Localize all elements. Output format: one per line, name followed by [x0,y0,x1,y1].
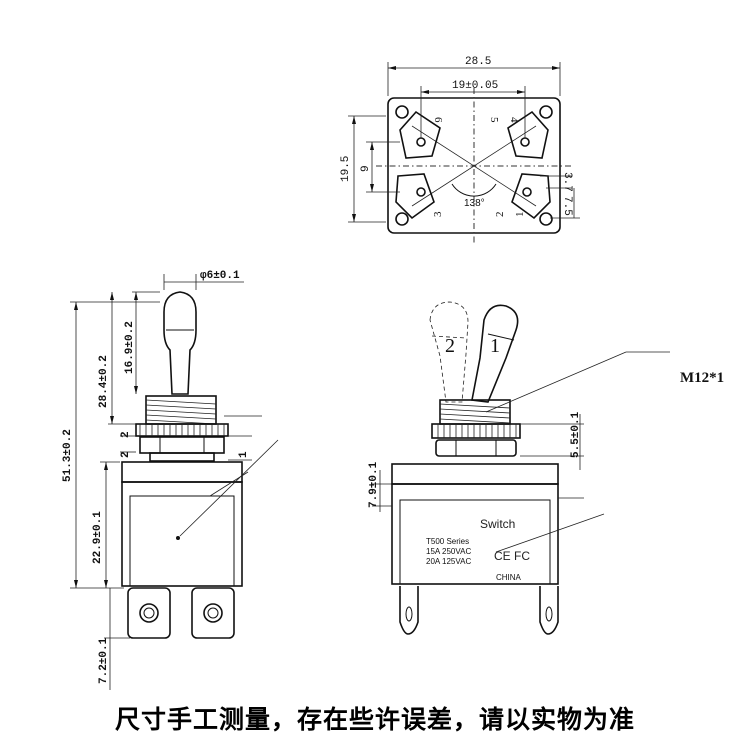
front-body [391,483,559,585]
front-terminal-left [399,586,419,635]
side-terminal-right [191,587,235,639]
dim-lever-total: 28.4±0.2 [98,355,110,408]
side-lever [163,291,197,395]
label-rating1: 15A 250VAC [426,547,471,556]
dim-top-pin: 7.5 [561,196,573,216]
dim-top-inner: 9 [360,165,372,172]
label-series: T500 Series [426,537,469,546]
dim-top-small: 3.7 [561,172,573,192]
front-lever-pos2 [429,301,469,403]
footer-note: 尺寸手工测量，存在些许误差，请以实物为准 [114,705,635,734]
dim-washer: 2 [120,451,132,458]
front-nut [431,423,521,439]
front-position-1: 1 [490,335,500,357]
dim-body: 22.9±0.1 [92,511,104,564]
terminal-bl [395,173,435,220]
dim-top-width: 28.5 [465,56,491,68]
label-rating2: 20A 125VAC [426,557,471,566]
angle-label: 138° [464,198,485,209]
pin-1: 1 [514,212,526,218]
pin-4: 4 [508,117,520,123]
front-lever-pos1 [471,304,519,403]
side-view: φ6±0.1 16.9±0.2 28.4±0.2 51.3±0.2 2 2 1 … [62,270,279,690]
front-position-2: 2 [445,335,455,357]
front-terminal-right [539,586,559,635]
side-terminal-left [127,587,171,639]
dim-lever-len: 16.9±0.2 [124,321,136,374]
label-origin: CHINA [496,573,522,582]
top-view: 6 5 4 3 2 1 138° 28.5 19±0.05 19.5 9 [340,56,580,245]
pin-6: 6 [432,117,444,123]
dim-front-flange: 7.9±0.1 [368,461,380,508]
pin-5: 5 [488,117,500,123]
dim-pin-spacing: 19±0.05 [452,80,498,92]
side-body-top [121,461,243,483]
dim-flange: 1 [238,451,250,458]
dim-terminal: 7.2±0.1 [98,637,110,684]
dim-nut: 2 [120,431,132,438]
front-body-top [391,463,559,485]
dim-lever-dia: φ6±0.1 [200,270,240,282]
dim-bushing: 5.5±0.1 [570,411,582,458]
terminal-br [511,173,551,220]
pin-2: 2 [494,212,506,218]
label-brand: Switch [480,517,515,531]
dim-top-height: 19.5 [340,156,352,182]
pin-3: 3 [432,211,444,217]
dim-total: 51.3±0.2 [62,429,74,482]
front-view: 2 1 Switch [368,301,724,635]
thread-label: M12*1 [680,370,724,386]
side-hex-nut [139,436,225,454]
front-hex-nut [435,439,517,457]
label-cert: CE FC [494,549,530,563]
